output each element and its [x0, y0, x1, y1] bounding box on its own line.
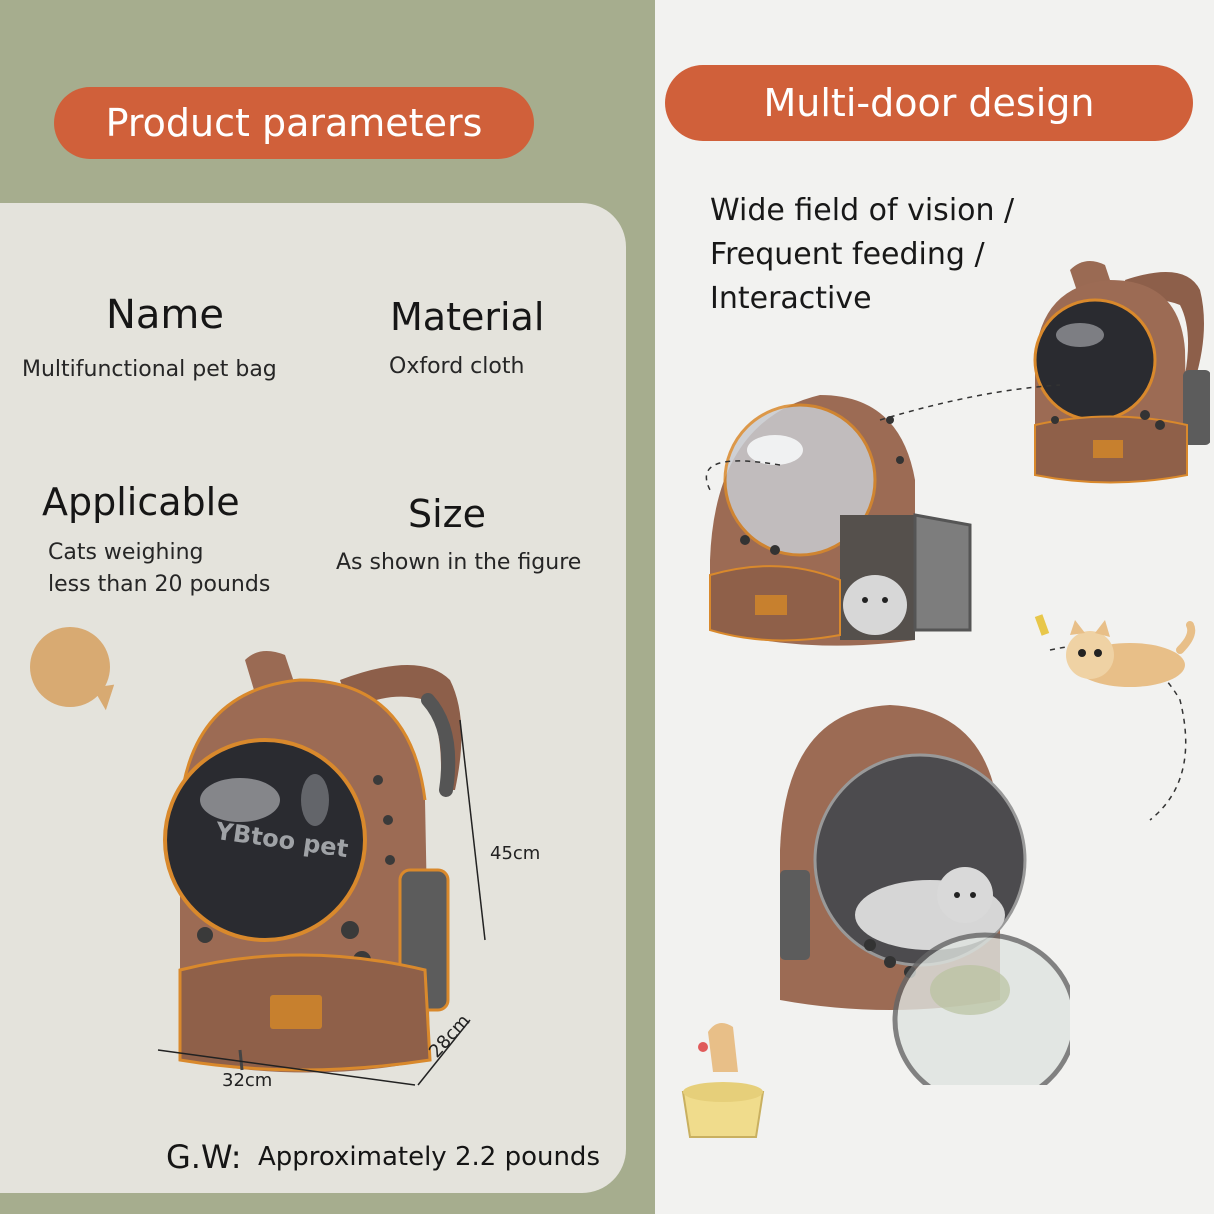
size-heading: Size [408, 492, 487, 536]
backpack-side-door-image [709, 395, 972, 646]
backpack-product-image: YBtoo pet [157, 651, 486, 1086]
applicable-value-line2: less than 20 pounds [48, 572, 271, 597]
cartoon-cat-illustration [1034, 614, 1196, 687]
gross-weight-label: G.W: [166, 1138, 242, 1176]
material-heading: Material [390, 295, 545, 339]
dashed-path-decoration [705, 384, 1187, 821]
product-parameters-title: Product parameters [54, 87, 534, 159]
feature-line-2: Frequent feeding / [710, 237, 985, 272]
width-dimension: 32cm [222, 1070, 273, 1091]
backpack-rear-image [1033, 261, 1210, 484]
feature-line-1: Wide field of vision / [710, 193, 1015, 228]
speech-bubble-decoration [30, 627, 110, 707]
height-dimension: 45cm [490, 843, 541, 864]
multi-door-title: Multi-door design [665, 65, 1193, 141]
applicable-heading: Applicable [42, 480, 240, 524]
backpack-front-door-image [780, 705, 1070, 1085]
feature-line-3: Interactive [710, 281, 872, 316]
material-value: Oxford cloth [389, 354, 525, 379]
size-value: As shown in the figure [336, 550, 582, 575]
cartoon-cat-bowl-illustration [681, 1023, 765, 1138]
applicable-value-line1: Cats weighing [48, 540, 204, 565]
gross-weight-value: Approximately 2.2 pounds [258, 1142, 600, 1172]
name-value: Multifunctional pet bag [22, 357, 277, 382]
name-heading: Name [106, 292, 225, 338]
